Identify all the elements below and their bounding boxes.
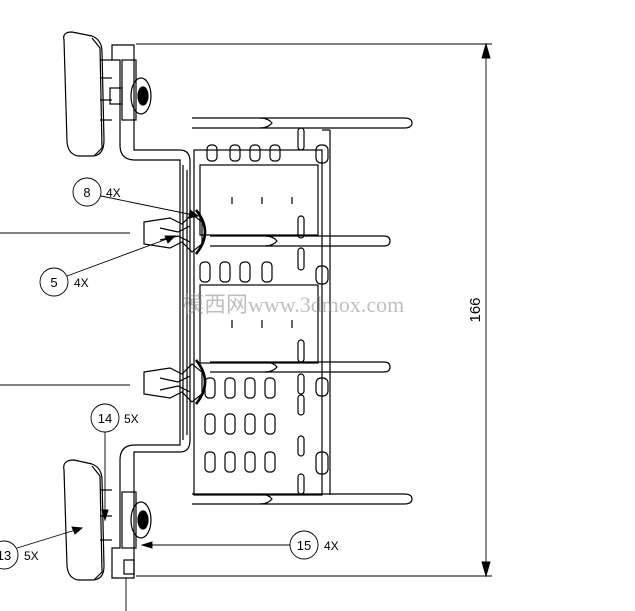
callout-15-number: 15 [297,538,311,553]
frame-plate [111,44,191,579]
callout-5-number: 5 [50,275,57,290]
lower-clip [143,359,207,405]
rods [192,117,413,505]
top-handle [63,31,112,157]
upper-clip [143,209,207,255]
rack-structure [193,129,331,496]
grommet-rows [199,127,329,495]
dimension-value: 166 [467,297,484,322]
callout-8 [72,177,200,219]
top-knob [109,59,152,121]
callout-14 [90,403,120,522]
callout-14-qty: 5X [124,412,139,426]
callout-8-number: 8 [83,185,90,200]
callout-13-qty: 5X [24,549,39,563]
callout-5 [39,235,177,297]
callout-14-number: 14 [98,411,112,426]
callout-13 [0,526,84,570]
dimension-166 [136,42,492,578]
callout-15 [125,530,319,611]
callout-15-qty: 4X [324,539,339,553]
callout-5-qty: 4X [74,276,89,290]
callout-13-number: 13 [0,548,11,563]
callout-8-qty: 4X [106,186,121,200]
bottom-knob [121,491,152,575]
watermark: 模西网www.3dmox.com [182,292,404,317]
